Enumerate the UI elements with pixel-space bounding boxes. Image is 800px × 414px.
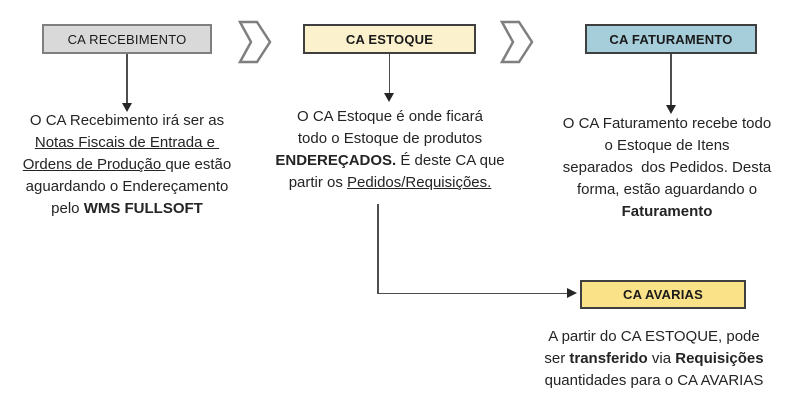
connector-estoque-avarias-horizontal: [377, 292, 567, 294]
arrowhead-down-icon: [384, 93, 394, 102]
node-ca-avarias: CA AVARIAS: [580, 280, 746, 309]
node-ca-recebimento: CA RECEBIMENTO: [42, 24, 212, 54]
arrowhead-down-icon: [122, 103, 132, 112]
connector-estoque-avarias-vertical: [377, 204, 379, 294]
node-ca-estoque: CA ESTOQUE: [303, 24, 476, 54]
chevron-right-icon: [500, 20, 534, 64]
node-ca-faturamento: CA FATURAMENTO: [585, 24, 757, 54]
arrowhead-down-icon: [666, 105, 676, 114]
connector-estoque-line: [388, 54, 390, 94]
connector-recebimento-line: [126, 54, 128, 104]
arrowhead-right-icon: [567, 288, 577, 298]
connector-faturamento-line: [670, 54, 672, 106]
chevron-right-icon: [238, 20, 272, 64]
